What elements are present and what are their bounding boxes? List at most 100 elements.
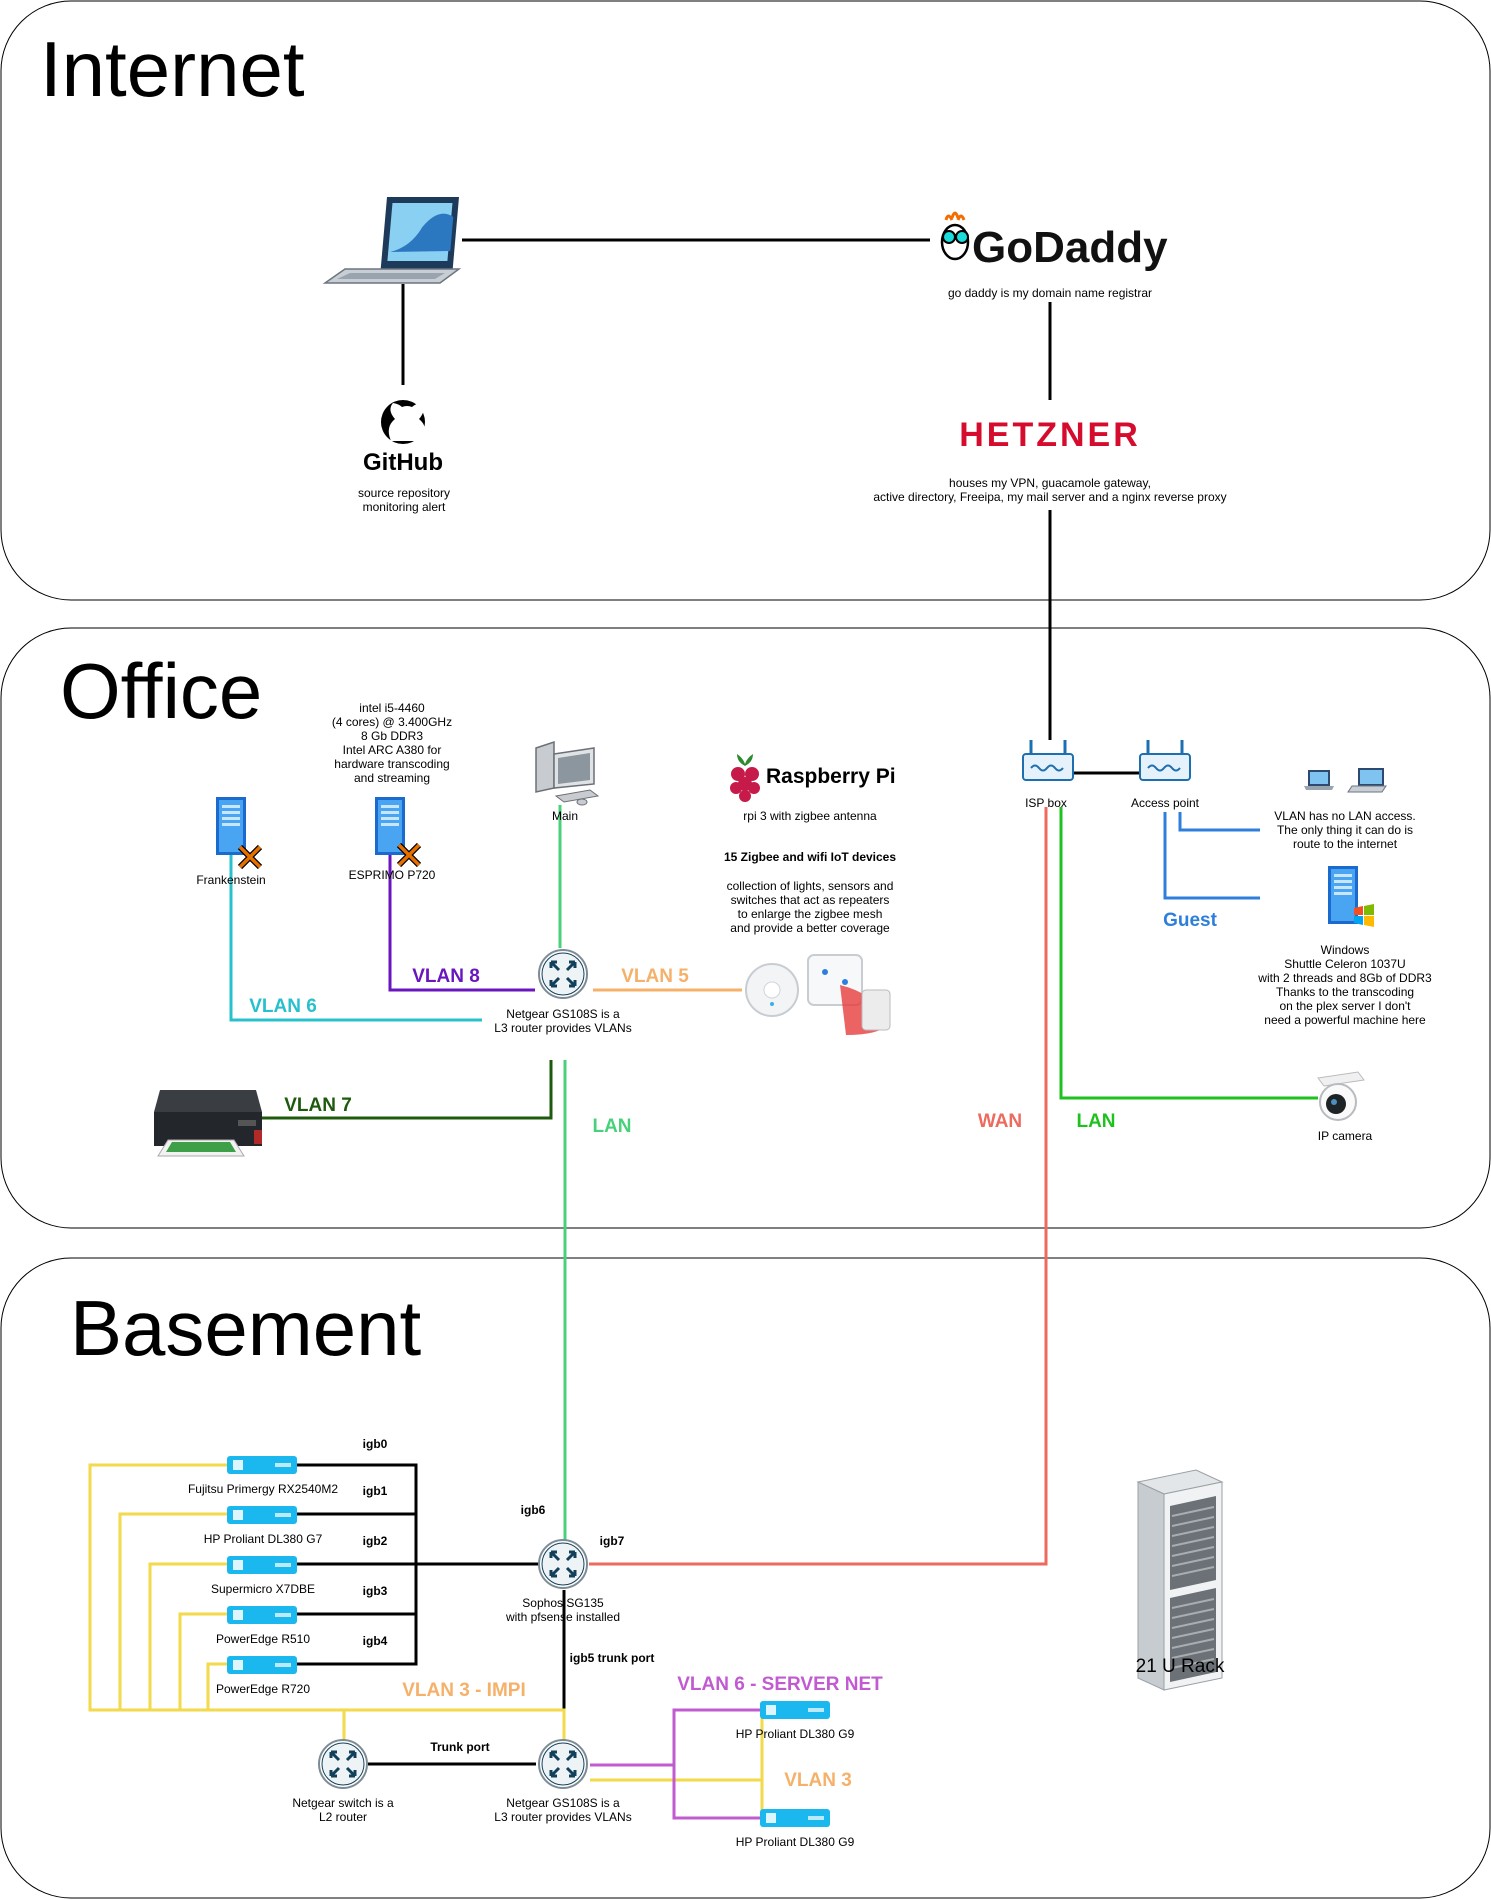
- office-switch-desc-1: Netgear GS108S is a: [506, 1007, 620, 1021]
- l3-switch-icon: [537, 1738, 589, 1790]
- zone-title-internet: Internet: [40, 25, 305, 113]
- github-desc-1: source repository: [358, 486, 450, 500]
- godaddy-desc: go daddy is my domain name registrar: [948, 286, 1152, 300]
- iot-devices-icon: [745, 954, 891, 1035]
- port-igb6: igb6: [521, 1503, 546, 1517]
- godaddy-logo: GoDaddy: [940, 211, 1168, 272]
- server-r510-label: PowerEdge R510: [216, 1632, 310, 1646]
- windows-desc-4: Thanks to the transcoding: [1276, 985, 1414, 999]
- guest-laptops-icon: [1304, 768, 1387, 793]
- github-logo: GitHub: [363, 400, 443, 476]
- iot-desc-2: switches that act as repeaters: [731, 893, 890, 907]
- server-r720-icon: [227, 1656, 297, 1674]
- zone-office: [0, 627, 1491, 1229]
- hetzner-logo: HETZNER: [959, 416, 1141, 454]
- zone-title-basement: Basement: [70, 1284, 422, 1372]
- sophos-router-icon: [537, 1538, 589, 1590]
- desktop-pc-icon: [535, 740, 600, 806]
- link-vlan6: [229, 850, 482, 1022]
- esprimo-spec-1: intel i5-4460: [359, 701, 425, 715]
- iot-desc-1: collection of lights, sensors and: [727, 879, 894, 893]
- ip-camera-icon: [1317, 1071, 1365, 1121]
- windows-desc-5: on the plex server I don't: [1279, 999, 1411, 1013]
- raspberry-pi-wordmark: Raspberry Pi: [766, 765, 896, 788]
- server-r510-icon: [227, 1606, 297, 1624]
- windows-desc-6: need a powerful machine here: [1264, 1013, 1426, 1027]
- server-supermicro-icon: [227, 1556, 297, 1574]
- windows-server-icon: [1328, 866, 1374, 927]
- port-igb5: igb5 trunk port: [570, 1651, 655, 1665]
- windows-desc-1: Windows: [1321, 943, 1370, 957]
- port-igb4: igb4: [363, 1634, 388, 1648]
- rack-icon: [1136, 1469, 1224, 1691]
- sophos-desc-1: Sophos SG135: [522, 1596, 604, 1610]
- vlan8-label: VLAN 8: [412, 966, 480, 987]
- laptop-icon: [322, 197, 462, 284]
- link-servernet: [590, 1708, 762, 1767]
- vlan3-impi-label: VLAN 3 - IMPI: [402, 1680, 526, 1701]
- link-vlan8: [388, 850, 535, 992]
- windows-desc-2: Shuttle Celeron 1037U: [1284, 957, 1405, 971]
- office-switch-desc-2: L3 router provides VLANs: [494, 1021, 631, 1035]
- trunk-port-label: Trunk port: [430, 1740, 489, 1754]
- hetzner-desc-2: active directory, Freeipa, my mail serve…: [873, 490, 1226, 504]
- server-hp-g9-top-label: HP Proliant DL380 G9: [736, 1727, 855, 1741]
- esprimo-spec-3: 8 Gb DDR3: [361, 729, 423, 743]
- port-igb7: igb7: [600, 1534, 625, 1548]
- zone-title-office: Office: [60, 647, 262, 735]
- github-wordmark: GitHub: [363, 449, 443, 476]
- access-point-label: Access point: [1131, 796, 1200, 810]
- link-impi-2: [118, 1512, 228, 1710]
- link-wan: [589, 807, 1048, 1566]
- guest-desc-1: VLAN has no LAN access.: [1274, 809, 1415, 823]
- server-hp-g9-bottom-label: HP Proliant DL380 G9: [736, 1835, 855, 1849]
- sophos-desc-2: with pfsense installed: [505, 1610, 620, 1624]
- ip-camera-label: IP camera: [1318, 1129, 1373, 1143]
- link-guest-windows: [1163, 812, 1260, 900]
- server-fujitsu-label: Fujitsu Primergy RX2540M2: [188, 1482, 338, 1496]
- link-impi-4: [178, 1612, 228, 1710]
- server-fujitsu-icon: [227, 1456, 297, 1474]
- vlan7-label: VLAN 7: [284, 1095, 352, 1116]
- office-router-icon: [537, 948, 589, 1000]
- guest-label: Guest: [1163, 910, 1218, 931]
- vlan6-servernet-label: VLAN 6 - SERVER NET: [677, 1674, 883, 1695]
- l2-switch-desc-1: Netgear switch is a: [292, 1796, 394, 1810]
- lan-office-label: LAN: [592, 1116, 631, 1137]
- l3-switch-desc-1: Netgear GS108S is a: [506, 1796, 620, 1810]
- link-impi-3: [148, 1562, 228, 1710]
- esprimo-spec-6: and streaming: [354, 771, 430, 785]
- frankenstein-label: Frankenstein: [196, 873, 265, 887]
- server-hp-g9-bottom-icon: [760, 1809, 830, 1827]
- port-igb0: igb0: [363, 1437, 388, 1451]
- port-igb1: igb1: [363, 1484, 388, 1498]
- link-servernet-b: [672, 1765, 762, 1820]
- server-supermicro-label: Supermicro X7DBE: [211, 1582, 315, 1596]
- server-hp-g9-top-icon: [760, 1701, 830, 1719]
- server-hp-g7-label: HP Proliant DL380 G7: [204, 1532, 323, 1546]
- link-vlan7: [262, 1060, 553, 1120]
- port-igb3: igb3: [363, 1584, 388, 1598]
- raspberry-pi-logo: Raspberry Pi: [730, 754, 896, 802]
- rpi-desc: rpi 3 with zigbee antenna: [743, 809, 877, 823]
- link-guest-laptops: [1178, 812, 1260, 832]
- esprimo-spec-5: hardware transcoding: [334, 757, 449, 771]
- raspberry-icon: [730, 754, 760, 802]
- vlan6-label: VLAN 6: [249, 996, 317, 1017]
- link-impi-5: [206, 1662, 228, 1710]
- printer-icon: [154, 1090, 262, 1157]
- main-label: Main: [552, 809, 578, 823]
- rack-label: 21 U Rack: [1136, 1656, 1225, 1677]
- godaddy-wordmark: GoDaddy: [972, 223, 1168, 272]
- l3-switch-desc-2: L3 router provides VLANs: [494, 1810, 631, 1824]
- vlan3-label: VLAN 3: [784, 1770, 852, 1791]
- port-igb2: igb2: [363, 1534, 388, 1548]
- iot-desc-3: to enlarge the zigbee mesh: [738, 907, 883, 921]
- esprimo-spec-4: Intel ARC A380 for: [343, 743, 442, 757]
- l2-switch-desc-2: L2 router: [319, 1810, 367, 1824]
- vlan5-label: VLAN 5: [621, 966, 689, 987]
- server-r720-label: PowerEdge R720: [216, 1682, 310, 1696]
- lan-camera-label: LAN: [1076, 1111, 1115, 1132]
- guest-desc-2: The only thing it can do is: [1277, 823, 1413, 837]
- l2-switch-icon: [317, 1738, 369, 1790]
